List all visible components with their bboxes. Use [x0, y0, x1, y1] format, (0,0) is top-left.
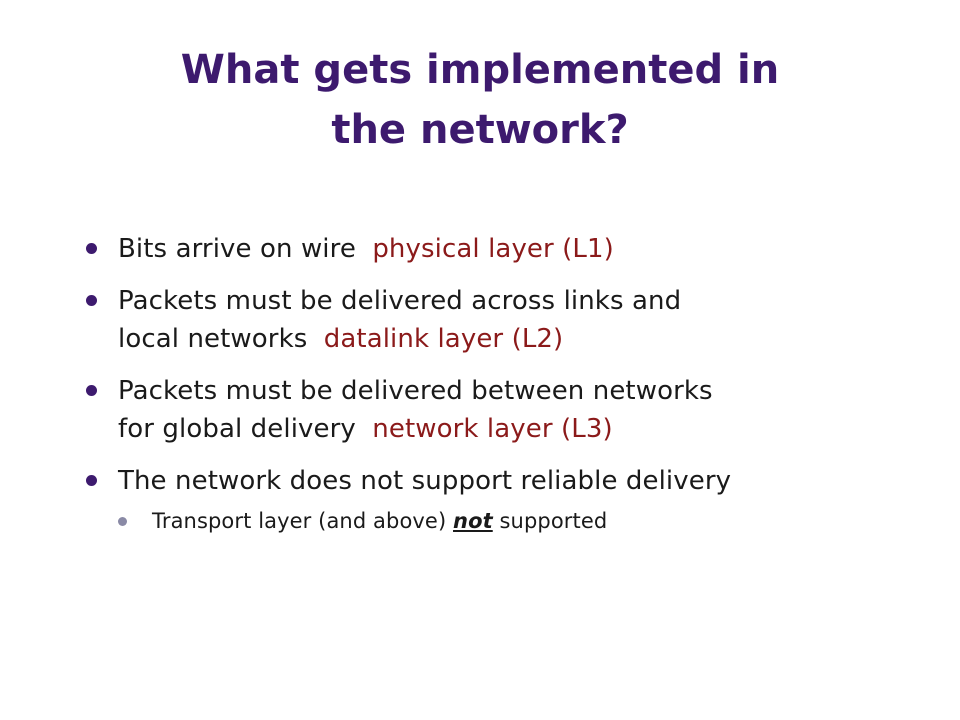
bullet-text-line2: local networks	[118, 324, 308, 354]
bullet-accent: datalink layer (L2)	[323, 324, 564, 354]
title-line-2: the network?	[331, 107, 629, 153]
bullet-dot-icon	[86, 243, 97, 254]
bullet-item-reliable: The network does not support reliable de…	[80, 462, 900, 536]
bullet-item-network: Packets must be delivered between networ…	[80, 372, 900, 448]
bullet-list: Bits arrive on wire physical layer (L1) …	[80, 230, 900, 550]
bullet-item-physical: Bits arrive on wire physical layer (L1)	[80, 230, 900, 268]
bullet-text-line1: Packets must be delivered across links a…	[118, 286, 682, 316]
bullet-item-datalink: Packets must be delivered across links a…	[80, 282, 900, 358]
bullet-dot-icon	[86, 475, 97, 486]
bullet-text-line2: for global delivery	[118, 414, 356, 444]
sub-bullet-list: Transport layer (and above) not supporte…	[118, 506, 900, 536]
bullet-accent: network layer (L3)	[372, 414, 613, 444]
bullet-dot-icon	[86, 385, 97, 396]
title-line-1: What gets implemented in	[180, 47, 780, 93]
sub-bullet-post: supported	[492, 509, 608, 533]
bullet-dot-icon	[86, 295, 97, 306]
slide-title: What gets implemented in the network?	[80, 40, 880, 160]
bullet-text-line1: Packets must be delivered between networ…	[118, 376, 713, 406]
sub-bullet-pre: Transport layer (and above)	[152, 509, 454, 533]
sub-bullet-dot-icon	[118, 517, 127, 526]
sub-bullet-item: Transport layer (and above) not supporte…	[118, 506, 900, 536]
bullet-text: Bits arrive on wire	[118, 234, 356, 264]
bullet-text: The network does not support reliable de…	[118, 466, 732, 496]
sub-bullet-emphasis: not	[453, 509, 493, 533]
bullet-accent: physical layer (L1)	[372, 234, 614, 264]
